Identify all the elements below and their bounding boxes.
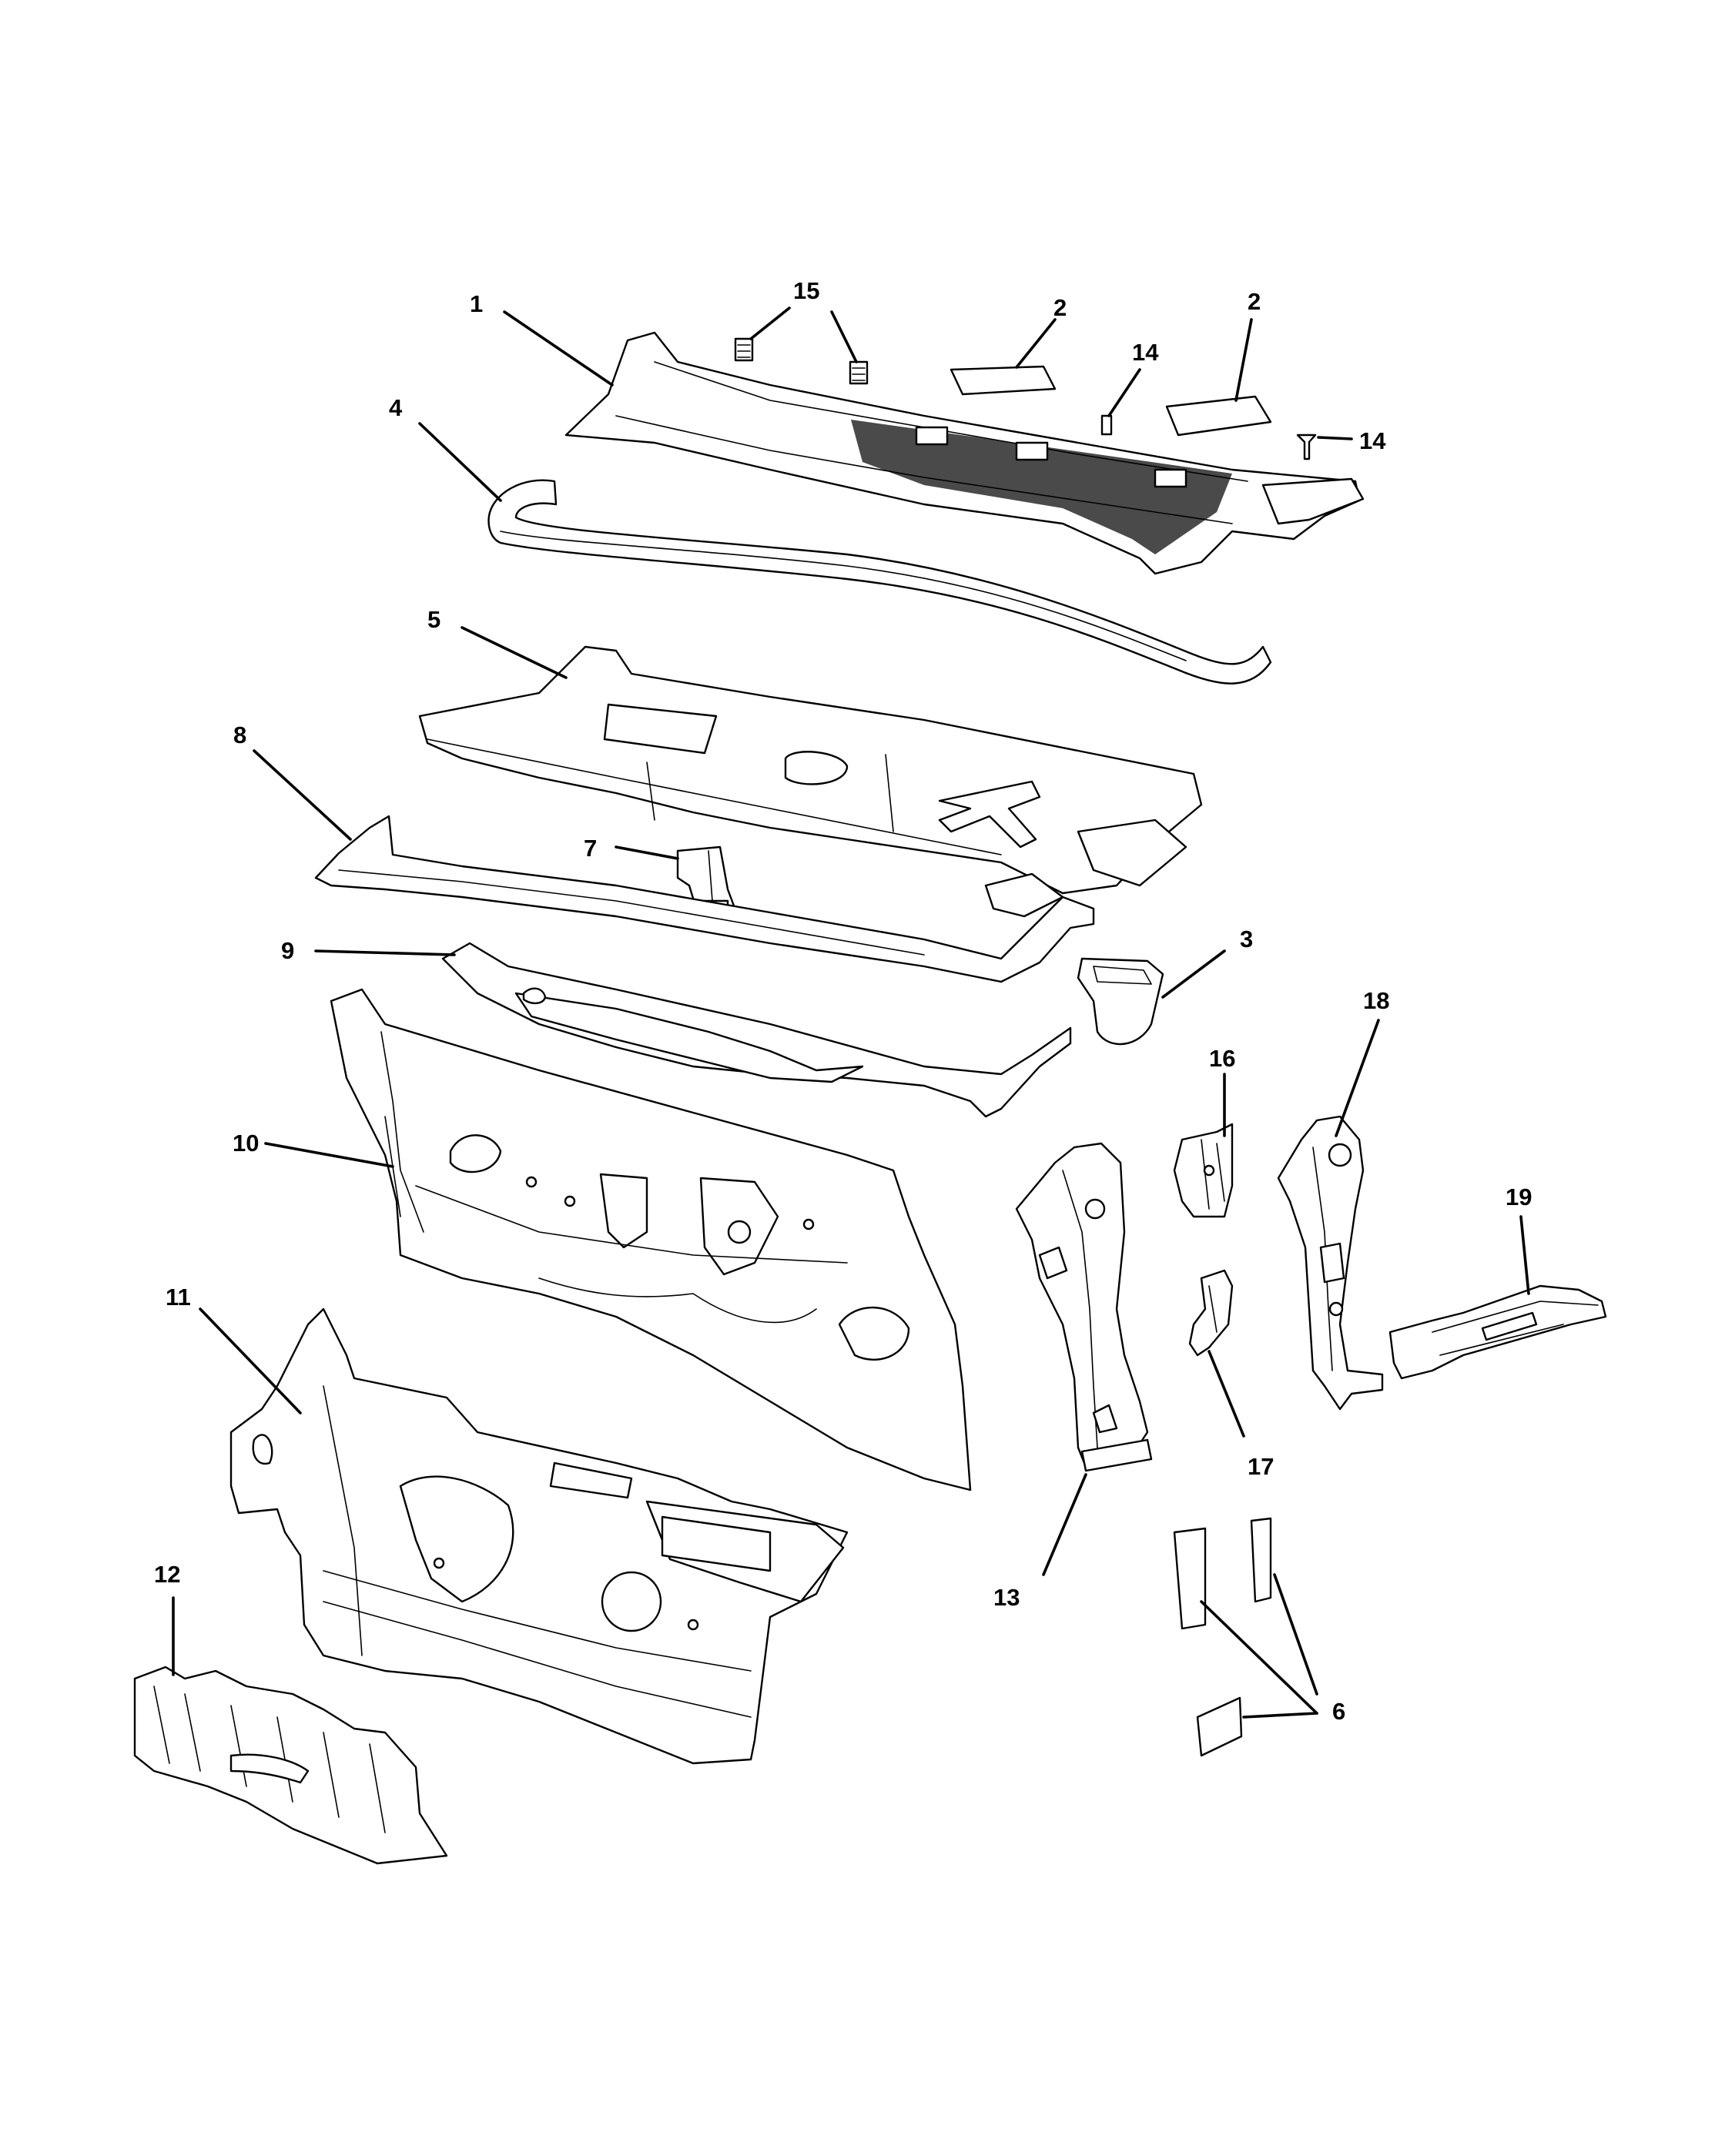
part-19-cowl-side-rail <box>1388 1284 1607 1380</box>
callout-19: 19 <box>1506 1183 1532 1210</box>
leader-10 <box>264 1142 394 1168</box>
callout-15: 15 <box>793 277 819 304</box>
leader-18 <box>1335 1019 1380 1137</box>
part-3-duct <box>1077 957 1164 1046</box>
callout-12: 12 <box>154 1561 180 1588</box>
part-15-clip-right <box>849 360 869 385</box>
leader-14a <box>1107 368 1141 417</box>
callout-8: 8 <box>233 721 246 748</box>
leader-14b <box>1317 436 1353 440</box>
callout-2-left: 2 <box>1053 294 1067 321</box>
callout-2-right: 2 <box>1248 288 1261 315</box>
part-17-bracket <box>1188 1269 1234 1357</box>
callout-1: 1 <box>470 290 483 317</box>
part-2-pad-left <box>950 365 1057 396</box>
callout-7: 7 <box>584 835 597 862</box>
leader-17 <box>1208 1350 1245 1438</box>
callout-6: 6 <box>1332 1698 1345 1725</box>
callout-labels: 1 15 2 2 14 14 4 5 8 7 9 3 10 11 12 13 1… <box>154 277 1532 1725</box>
leader-19 <box>1519 1215 1530 1295</box>
leader-2b <box>1234 318 1253 402</box>
leader-13 <box>1042 1473 1087 1576</box>
part-6-patch-a <box>1173 1527 1207 1630</box>
part-8-plenum-support <box>314 815 1095 983</box>
callout-4: 4 <box>389 394 403 421</box>
leader-4 <box>418 422 502 502</box>
callout-5: 5 <box>427 606 440 633</box>
callout-14-left: 14 <box>1132 339 1159 366</box>
leader-6c <box>1242 1712 1318 1719</box>
part-11-dash-panel-lower <box>229 1307 849 1765</box>
part-5-cowl-panel <box>418 645 1203 895</box>
callout-14-right: 14 <box>1359 427 1386 454</box>
leader-15b <box>830 310 858 363</box>
part-13-hinge-pillar <box>1015 1142 1153 1472</box>
part-9-cowl-reinforcement <box>441 942 1072 1118</box>
callout-3: 3 <box>1240 926 1253 952</box>
leader-8 <box>253 749 352 841</box>
leader-6b <box>1273 1573 1318 1696</box>
part-14-pin-right <box>1296 434 1317 460</box>
part-10-dash-panel-upper <box>330 988 972 1491</box>
leader-6a <box>1200 1600 1318 1715</box>
leader-2a <box>1015 318 1057 369</box>
leader-9 <box>314 949 456 956</box>
callout-17: 17 <box>1248 1453 1274 1480</box>
callout-9: 9 <box>281 937 294 964</box>
callout-10: 10 <box>233 1130 259 1157</box>
part-14-pin-left <box>1100 414 1113 436</box>
leader-15a <box>749 306 791 340</box>
part-1-cowl-top-panel <box>564 331 1365 575</box>
part-16-bracket <box>1173 1123 1234 1218</box>
leader-lines <box>172 306 1530 1719</box>
callout-16: 16 <box>1209 1045 1235 1072</box>
leader-11 <box>199 1307 302 1414</box>
part-2-pad-right <box>1165 395 1272 437</box>
part-6-patch-b <box>1250 1517 1272 1603</box>
part-12-crossmember <box>133 1666 448 1865</box>
leader-5 <box>461 626 568 679</box>
part-15-clip-left <box>734 337 754 362</box>
leader-7 <box>615 845 679 860</box>
callout-11: 11 <box>166 1284 191 1311</box>
callout-13: 13 <box>993 1584 1020 1611</box>
callout-18: 18 <box>1363 987 1389 1014</box>
part-18-a-pillar-reinforcement <box>1277 1115 1384 1411</box>
leader-3 <box>1161 949 1226 999</box>
part-6-patch-c <box>1196 1696 1243 1757</box>
leader-1 <box>503 310 614 387</box>
part-4-cowl-seal <box>487 479 1272 685</box>
